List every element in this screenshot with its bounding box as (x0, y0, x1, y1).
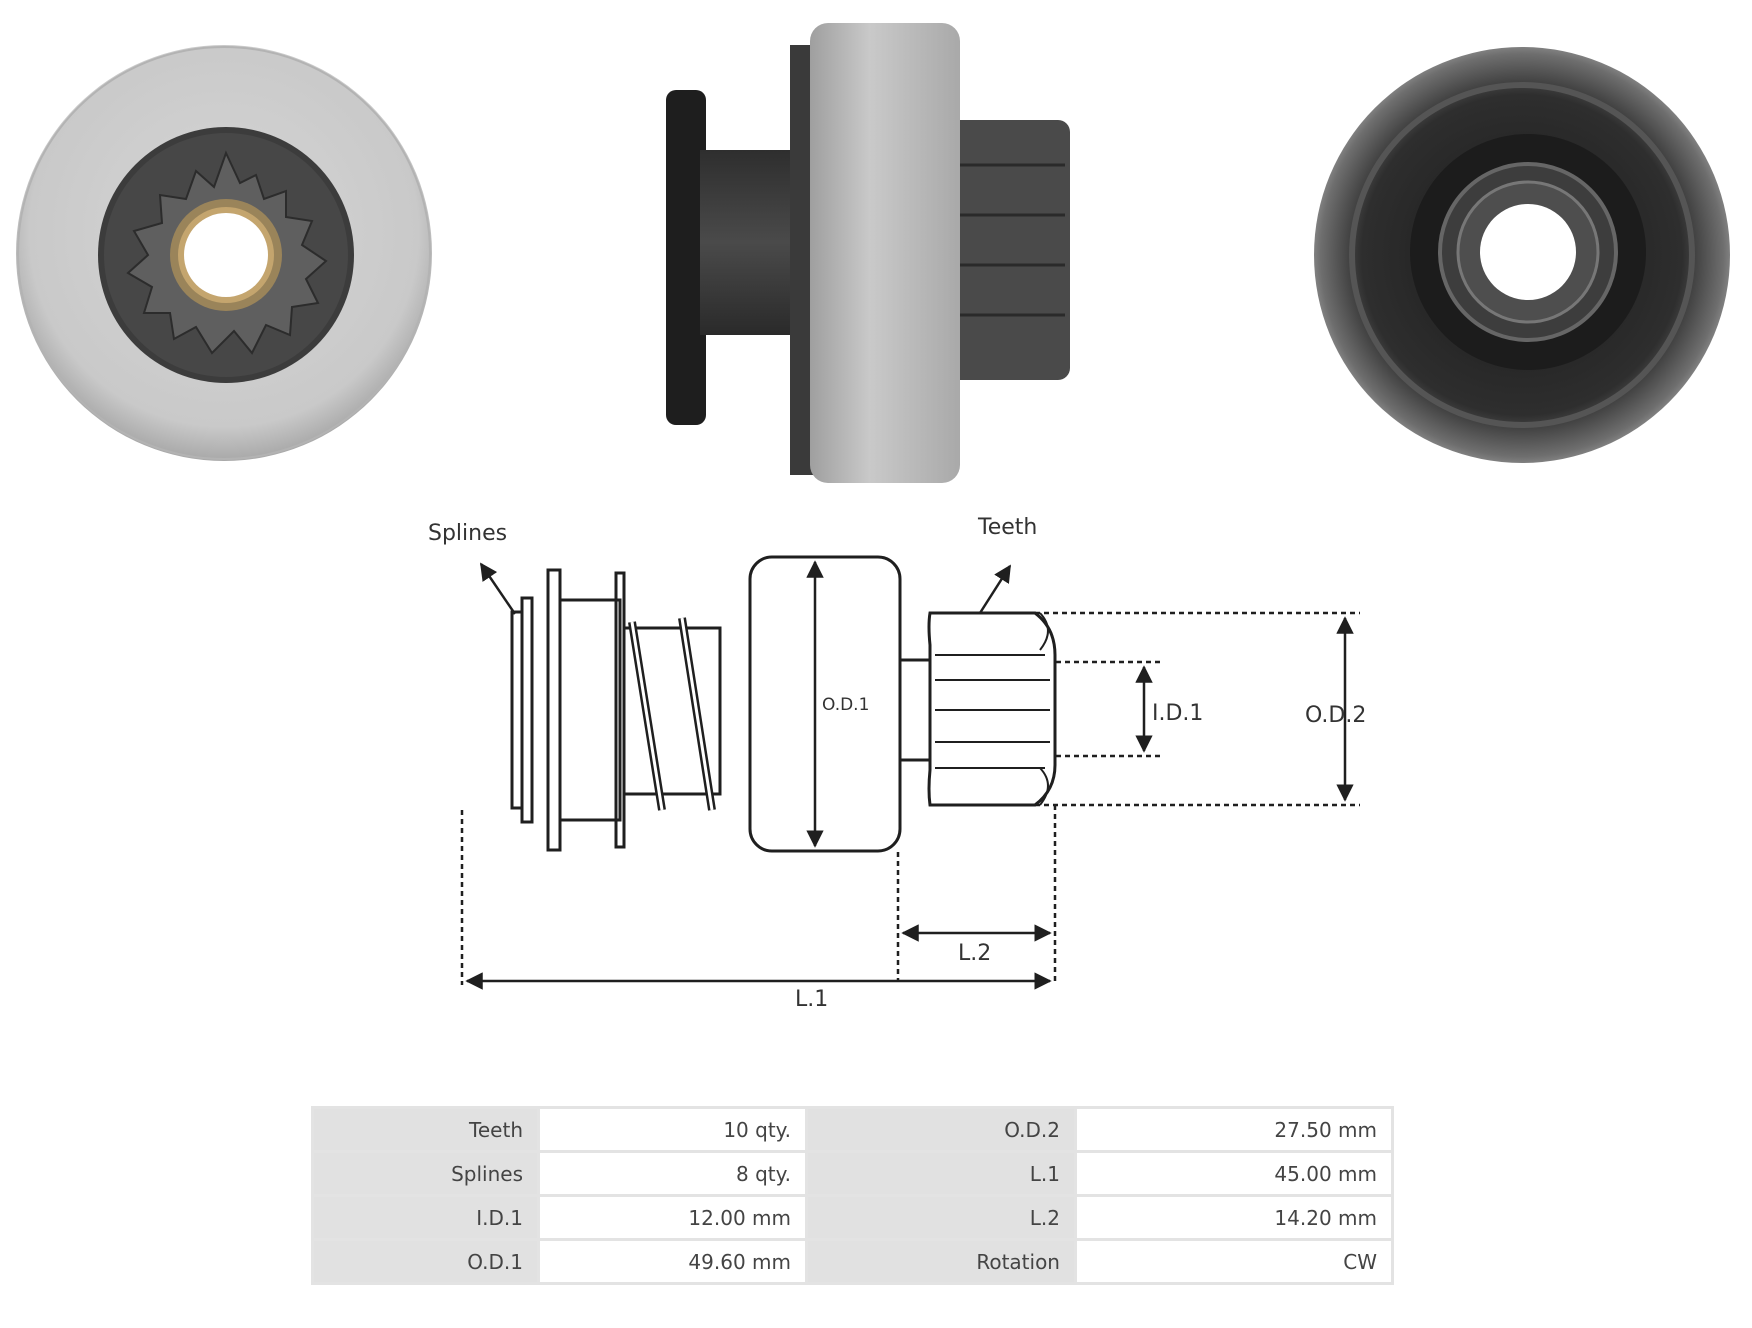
id1-label: I.D.1 (1152, 701, 1203, 726)
od2-label: O.D.2 (1305, 703, 1366, 728)
product-photo-front-view (16, 45, 432, 461)
rear-plate (520, 596, 534, 824)
spec-key: O.D.2 (808, 1109, 1074, 1150)
shaft (898, 658, 932, 762)
spec-value: CW (1077, 1241, 1391, 1282)
dimension-diagram: Splines Teeth O.D.1 I.D.1 O.D.2 L.2 L.1 (428, 515, 1366, 1012)
l2-label: L.2 (958, 941, 991, 966)
table-row: O.D.1 49.60 mm Rotation CW (314, 1241, 1391, 1282)
spec-key: L.2 (808, 1197, 1074, 1238)
specifications-table: Teeth 10 qty. O.D.2 27.50 mm Splines 8 q… (311, 1106, 1394, 1285)
spec-value: 8 qty. (540, 1153, 805, 1194)
spec-value: 10 qty. (540, 1109, 805, 1150)
spec-value: 49.60 mm (540, 1241, 805, 1282)
od1-label: O.D.1 (822, 695, 869, 715)
spec-key: I.D.1 (314, 1197, 537, 1238)
spec-key: Rotation (808, 1241, 1074, 1282)
spec-key: Splines (314, 1153, 537, 1194)
spec-value: 27.50 mm (1077, 1109, 1391, 1150)
teeth-label: Teeth (977, 515, 1037, 540)
spec-key: Teeth (314, 1109, 537, 1150)
table-row: Teeth 10 qty. O.D.2 27.50 mm (314, 1109, 1391, 1150)
splines-leader (479, 562, 517, 615)
product-photo-back-view (1314, 47, 1730, 463)
teeth-leader (978, 564, 1012, 614)
flange-disc (546, 568, 562, 852)
l1-label: L.1 (795, 987, 828, 1012)
spec-value: 45.00 mm (1077, 1153, 1391, 1194)
spec-value: 14.20 mm (1077, 1197, 1391, 1238)
splines-label: Splines (428, 521, 507, 546)
barrel (558, 598, 622, 822)
table-row: I.D.1 12.00 mm L.2 14.20 mm (314, 1197, 1391, 1238)
spec-key: O.D.1 (314, 1241, 537, 1282)
table-row: Splines 8 qty. L.1 45.00 mm (314, 1153, 1391, 1194)
spring-coil (628, 617, 716, 811)
product-photo-side-view (666, 23, 1070, 483)
spec-value: 12.00 mm (540, 1197, 805, 1238)
spec-key: L.1 (808, 1153, 1074, 1194)
